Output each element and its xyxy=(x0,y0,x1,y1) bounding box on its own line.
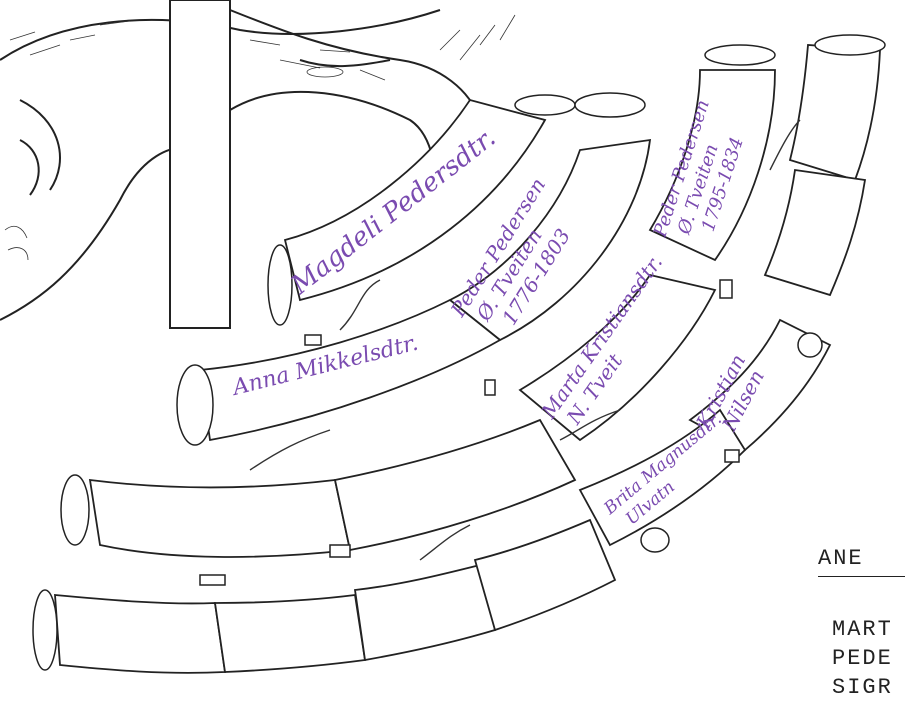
scroll-row4-b xyxy=(215,595,365,672)
scroll-row4-c xyxy=(355,565,495,660)
scroll-row4-d xyxy=(475,520,615,630)
scroll-row3-left xyxy=(90,480,350,557)
typed-label-mart: MART xyxy=(832,617,893,642)
typed-label-sigr: SIGR xyxy=(832,675,893,700)
typed-underline xyxy=(818,576,905,577)
scroll-outer-top xyxy=(790,45,880,180)
scroll-row4-a xyxy=(55,595,225,673)
typed-label-pede: PEDE xyxy=(832,646,893,671)
scroll-row3-right xyxy=(335,420,575,550)
typed-label-ane: ANE xyxy=(818,546,864,571)
scroll-brita xyxy=(580,410,745,545)
scroll-outer-mid xyxy=(765,170,865,295)
tree-trunk xyxy=(0,0,480,328)
